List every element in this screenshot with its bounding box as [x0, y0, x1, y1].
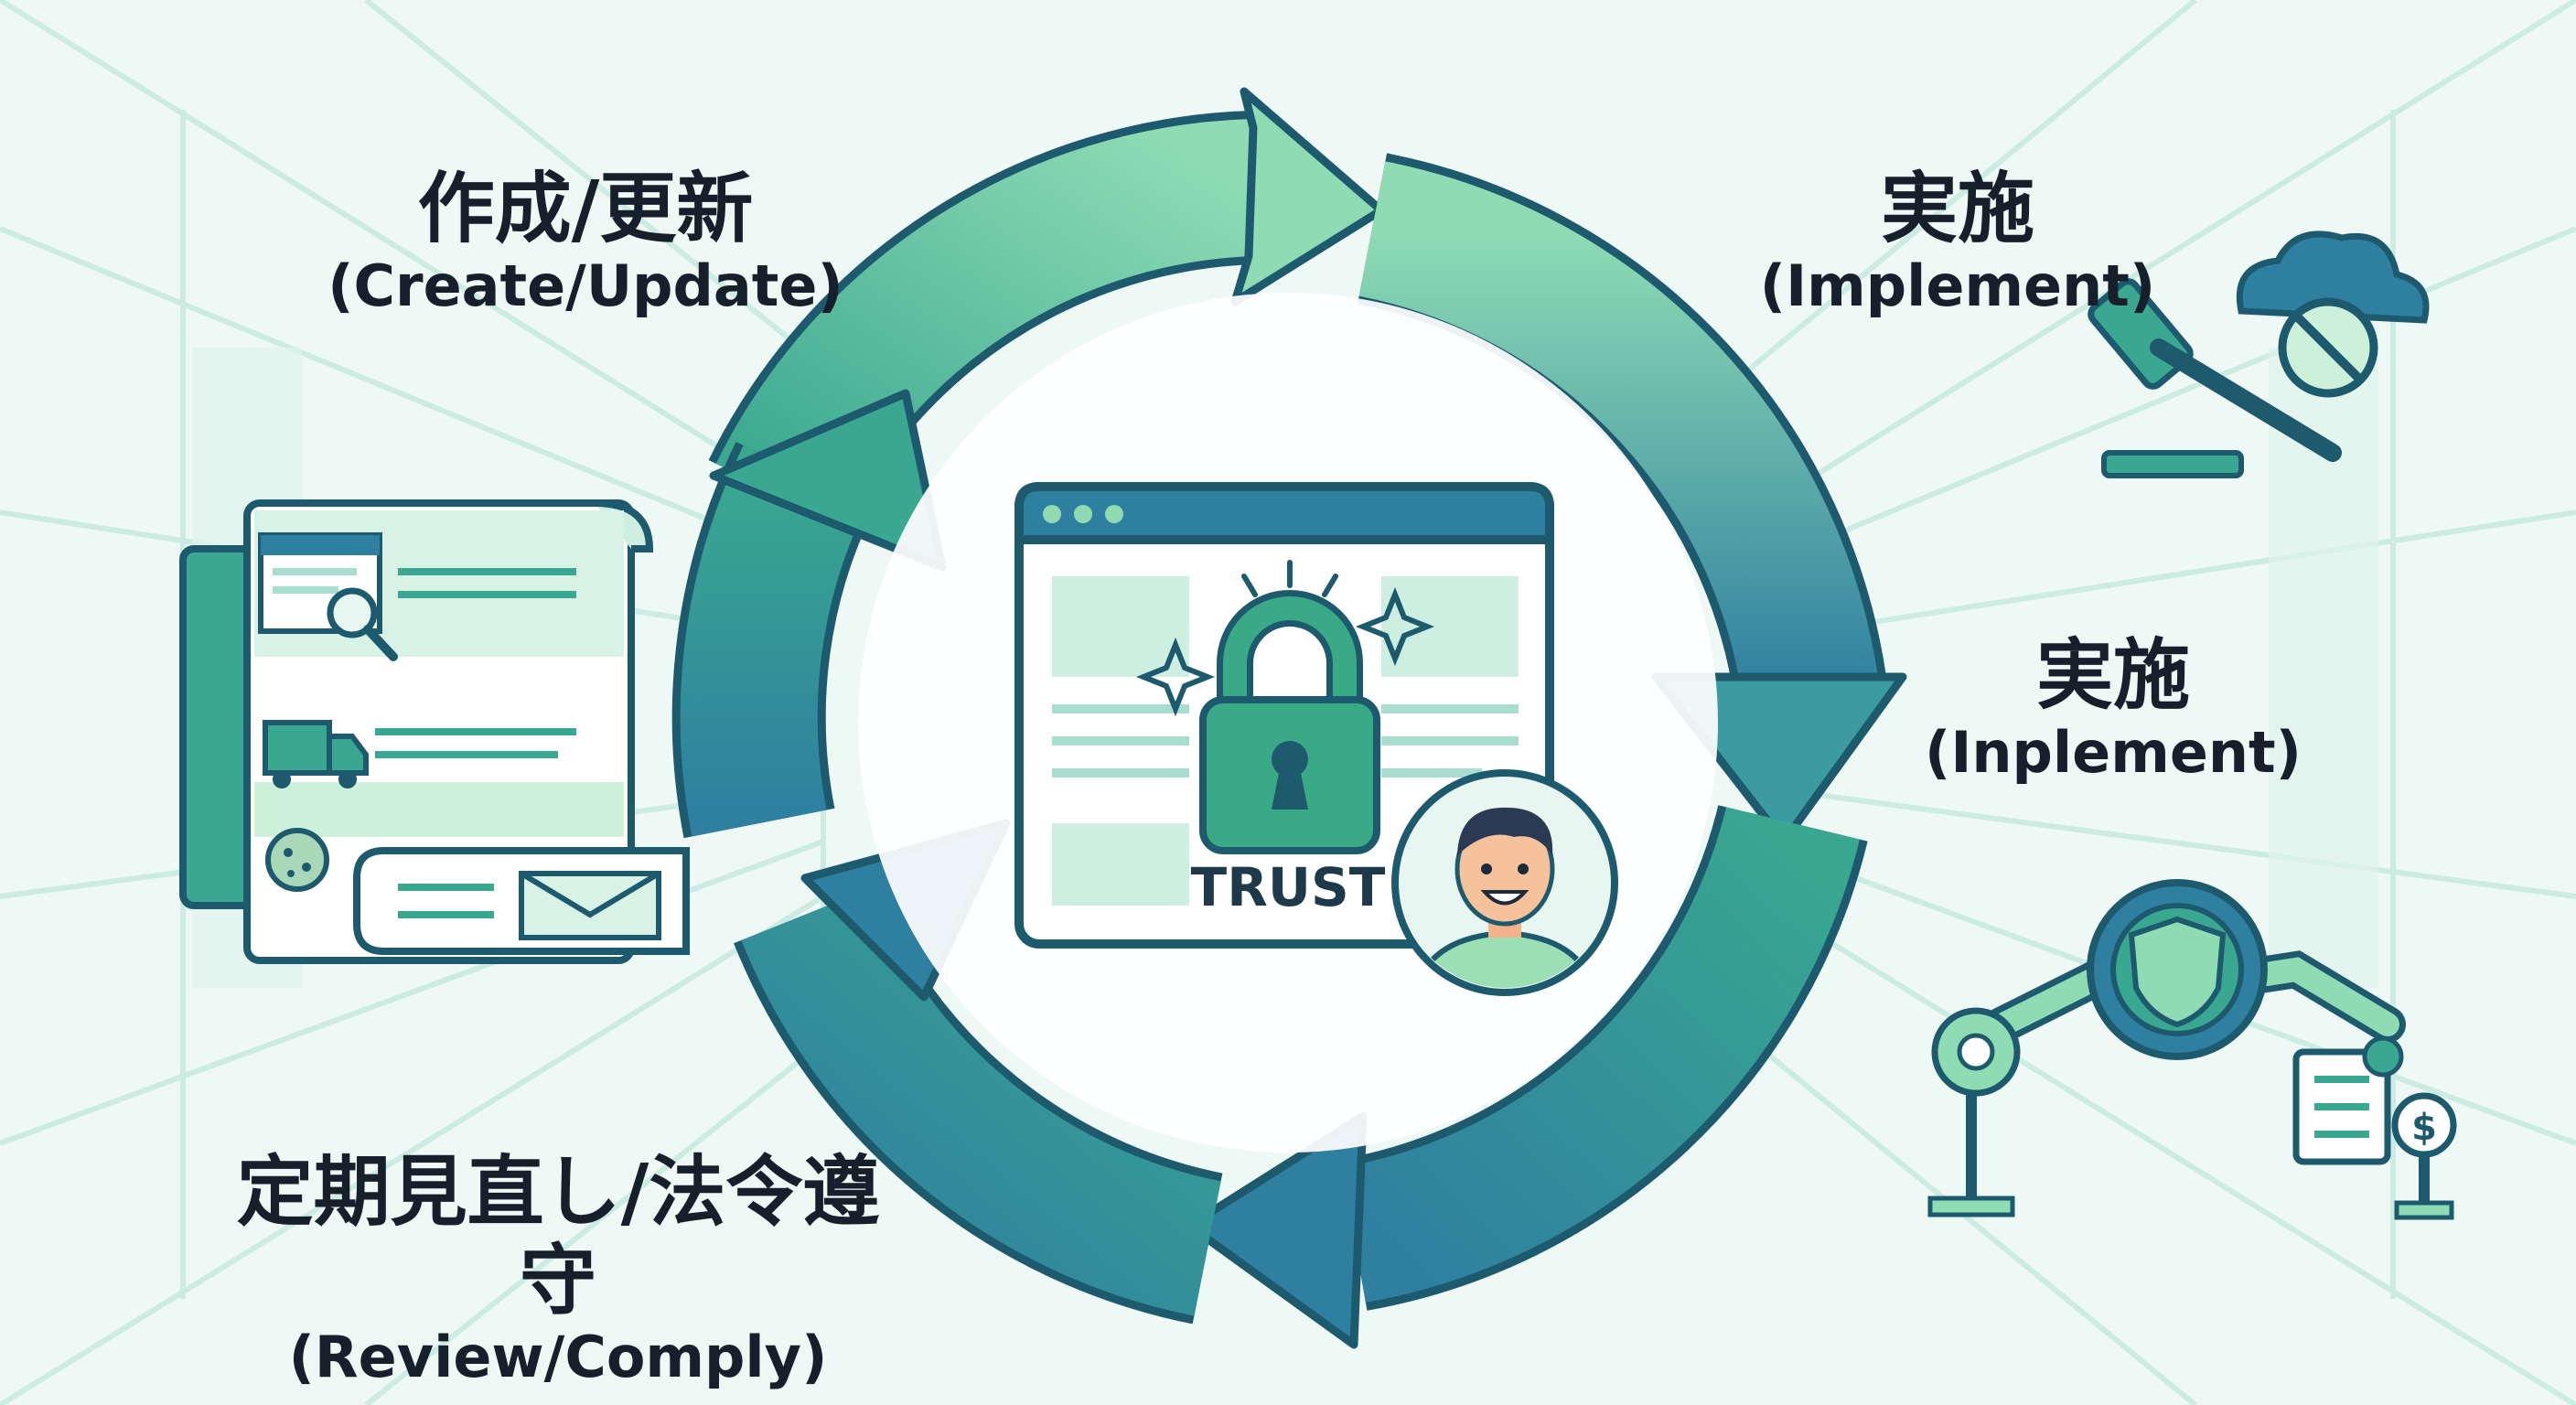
sparkle-icon [1135, 637, 1216, 717]
stage-label-review: 定期見直し/法令遵守 (Review/Comply) [210, 1147, 906, 1391]
arrow-create-to-implement [708, 87, 1386, 529]
stage-create-jp: 作成/更新 [417, 164, 754, 253]
prohibited-icon [2278, 297, 2378, 398]
gear-shield-illustration: $ [1927, 879, 2457, 1220]
sparkle-icon [1355, 586, 1435, 667]
stage-create-en: (Create/Update) [327, 252, 843, 319]
envelope-icon [519, 871, 661, 940]
gavel-icon [2088, 278, 2342, 478]
stage-label-create: 作成/更新 (Create/Update) [302, 165, 869, 318]
stage-label-implement-second: 実施 (Inplement) [1866, 631, 2360, 785]
svg-text:$: $ [2411, 1107, 2437, 1149]
trust-label: TRUST [1191, 856, 1386, 918]
shield-icon [2128, 916, 2227, 1028]
checklist-icon [2292, 1035, 2404, 1165]
padlock-icon [1199, 590, 1380, 854]
stage-implement2-en: (Inplement) [1925, 718, 2302, 786]
stage-review-jp: 定期見直し/法令遵守 [236, 1147, 880, 1325]
delivery-truck-icon [263, 720, 369, 788]
stage-implement-en: (Implement) [1759, 252, 2156, 319]
user-avatar [1391, 769, 1618, 996]
arrow-implement-to-review [1185, 804, 1868, 1349]
cloud-icon [2236, 231, 2430, 324]
stage-implement2-jp: 実施 [2035, 630, 2190, 720]
small-gear-icon [1931, 1007, 2021, 1097]
arrow-left-upward [671, 389, 947, 839]
policy-document-illustration [179, 499, 690, 964]
stage-implement-jp: 実施 [1880, 164, 2034, 253]
dollar-coin-icon: $ [2391, 1092, 2457, 1220]
magnifier-icon [327, 587, 398, 661]
stage-review-en: (Review/Comply) [288, 1324, 828, 1391]
gavel-cloud-illustration [2088, 231, 2430, 478]
stage-label-implement: 実施 (Implement) [1711, 165, 2205, 318]
cookie-icon [265, 828, 329, 892]
